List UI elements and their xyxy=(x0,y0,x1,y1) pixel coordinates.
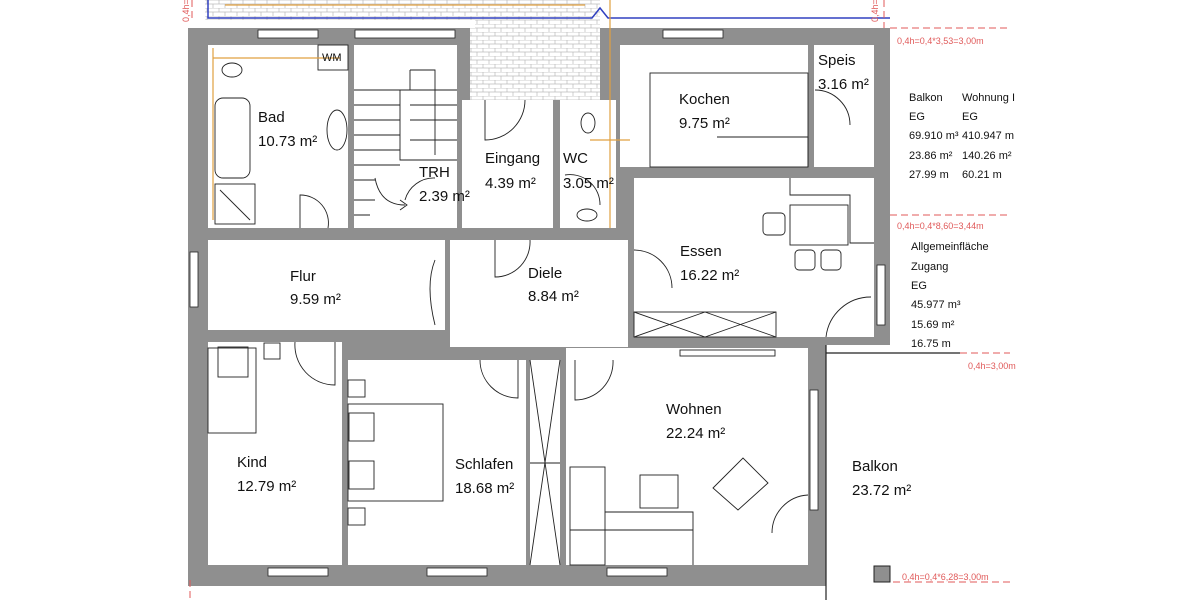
summary-cell: Wohnung I xyxy=(962,92,1015,104)
summary-cell: 23.86 m² xyxy=(909,150,953,162)
room-name-kochen: Kochen xyxy=(679,91,730,108)
doors xyxy=(294,89,872,534)
dimension-vertical-right: 0,4h= xyxy=(870,0,880,22)
room-area-balkon: 23.72 m² xyxy=(852,482,911,499)
common-area-line: 15.69 m² xyxy=(911,319,955,331)
room-area-essen: 16.22 m² xyxy=(680,267,739,284)
room-area-bad: 10.73 m² xyxy=(258,133,317,150)
washing-machine-label: WM xyxy=(322,52,342,64)
common-area-line: 45.977 m³ xyxy=(911,299,961,311)
common-area-info: Allgemeinfläche Zugang EG 45.977 m³ 15.6… xyxy=(911,241,989,350)
room-name-balkon: Balkon xyxy=(852,458,898,475)
common-area-line: Allgemeinfläche xyxy=(911,241,989,253)
room-name-flur: Flur xyxy=(290,268,316,285)
dimension-lines xyxy=(189,27,1010,600)
room-name-bad: Bad xyxy=(258,109,285,126)
rooms xyxy=(208,45,960,600)
room-name-schlafen: Schlafen xyxy=(455,456,513,473)
room-name-speis: Speis xyxy=(818,52,856,69)
room-area-kochen: 9.75 m² xyxy=(679,115,730,132)
room-area-wc: 3.05 m² xyxy=(563,175,614,192)
room-area-kind: 12.79 m² xyxy=(237,478,296,495)
room-area-eingang: 4.39 m² xyxy=(485,175,536,192)
summary-table: Balkon EG 69.910 m³ 23.86 m² 27.99 m Woh… xyxy=(909,92,1015,181)
dimension-balcony: 0,4h=3,00m xyxy=(968,361,1016,371)
room-area-diele: 8.84 m² xyxy=(528,288,579,305)
room-name-eingang: Eingang xyxy=(485,150,540,167)
summary-cell: 27.99 m xyxy=(909,169,949,181)
room-name-trh: TRH xyxy=(419,164,450,181)
summary-cell: 140.26 m² xyxy=(962,150,1012,162)
room-name-kind: Kind xyxy=(237,454,267,471)
bathroom-fixtures xyxy=(212,0,630,228)
room-name-essen: Essen xyxy=(680,243,722,260)
room-area-speis: 3.16 m² xyxy=(818,76,869,93)
room-name-wc: WC xyxy=(563,150,588,167)
summary-cell: EG xyxy=(909,111,925,123)
room-area-wohnen: 22.24 m² xyxy=(666,425,725,442)
dimension-bottom: 0,4h=0,4*6,28=3,00m xyxy=(902,572,989,582)
summary-cell: Balkon xyxy=(909,92,943,104)
dimension-vertical-left: 0,4h= xyxy=(181,0,191,22)
common-area-line: Zugang xyxy=(911,261,948,273)
common-area-line: EG xyxy=(911,280,927,292)
room-name-diele: Diele xyxy=(528,265,562,282)
summary-cell: 69.910 m³ xyxy=(909,130,959,142)
summary-cell: EG xyxy=(962,111,978,123)
common-area-line: 16.75 m xyxy=(911,338,951,350)
staircase xyxy=(354,69,457,216)
windows xyxy=(189,29,886,577)
dimension-top: 0,4h=0,4*3,53=3,00m xyxy=(897,36,984,46)
room-area-flur: 9.59 m² xyxy=(290,291,341,308)
dimension-middle: 0,4h=0,4*8,60=3,44m xyxy=(897,221,984,231)
summary-cell: 60.21 m xyxy=(962,169,1002,181)
summary-cell: 410.947 m xyxy=(962,130,1014,142)
room-area-schlafen: 18.68 m² xyxy=(455,480,514,497)
room-name-wohnen: Wohnen xyxy=(666,401,722,418)
room-labels: Bad 10.73 m² TRH 2.39 m² Eingang 4.39 m²… xyxy=(237,52,911,499)
furniture xyxy=(207,72,874,566)
room-area-trh: 2.39 m² xyxy=(419,188,470,205)
